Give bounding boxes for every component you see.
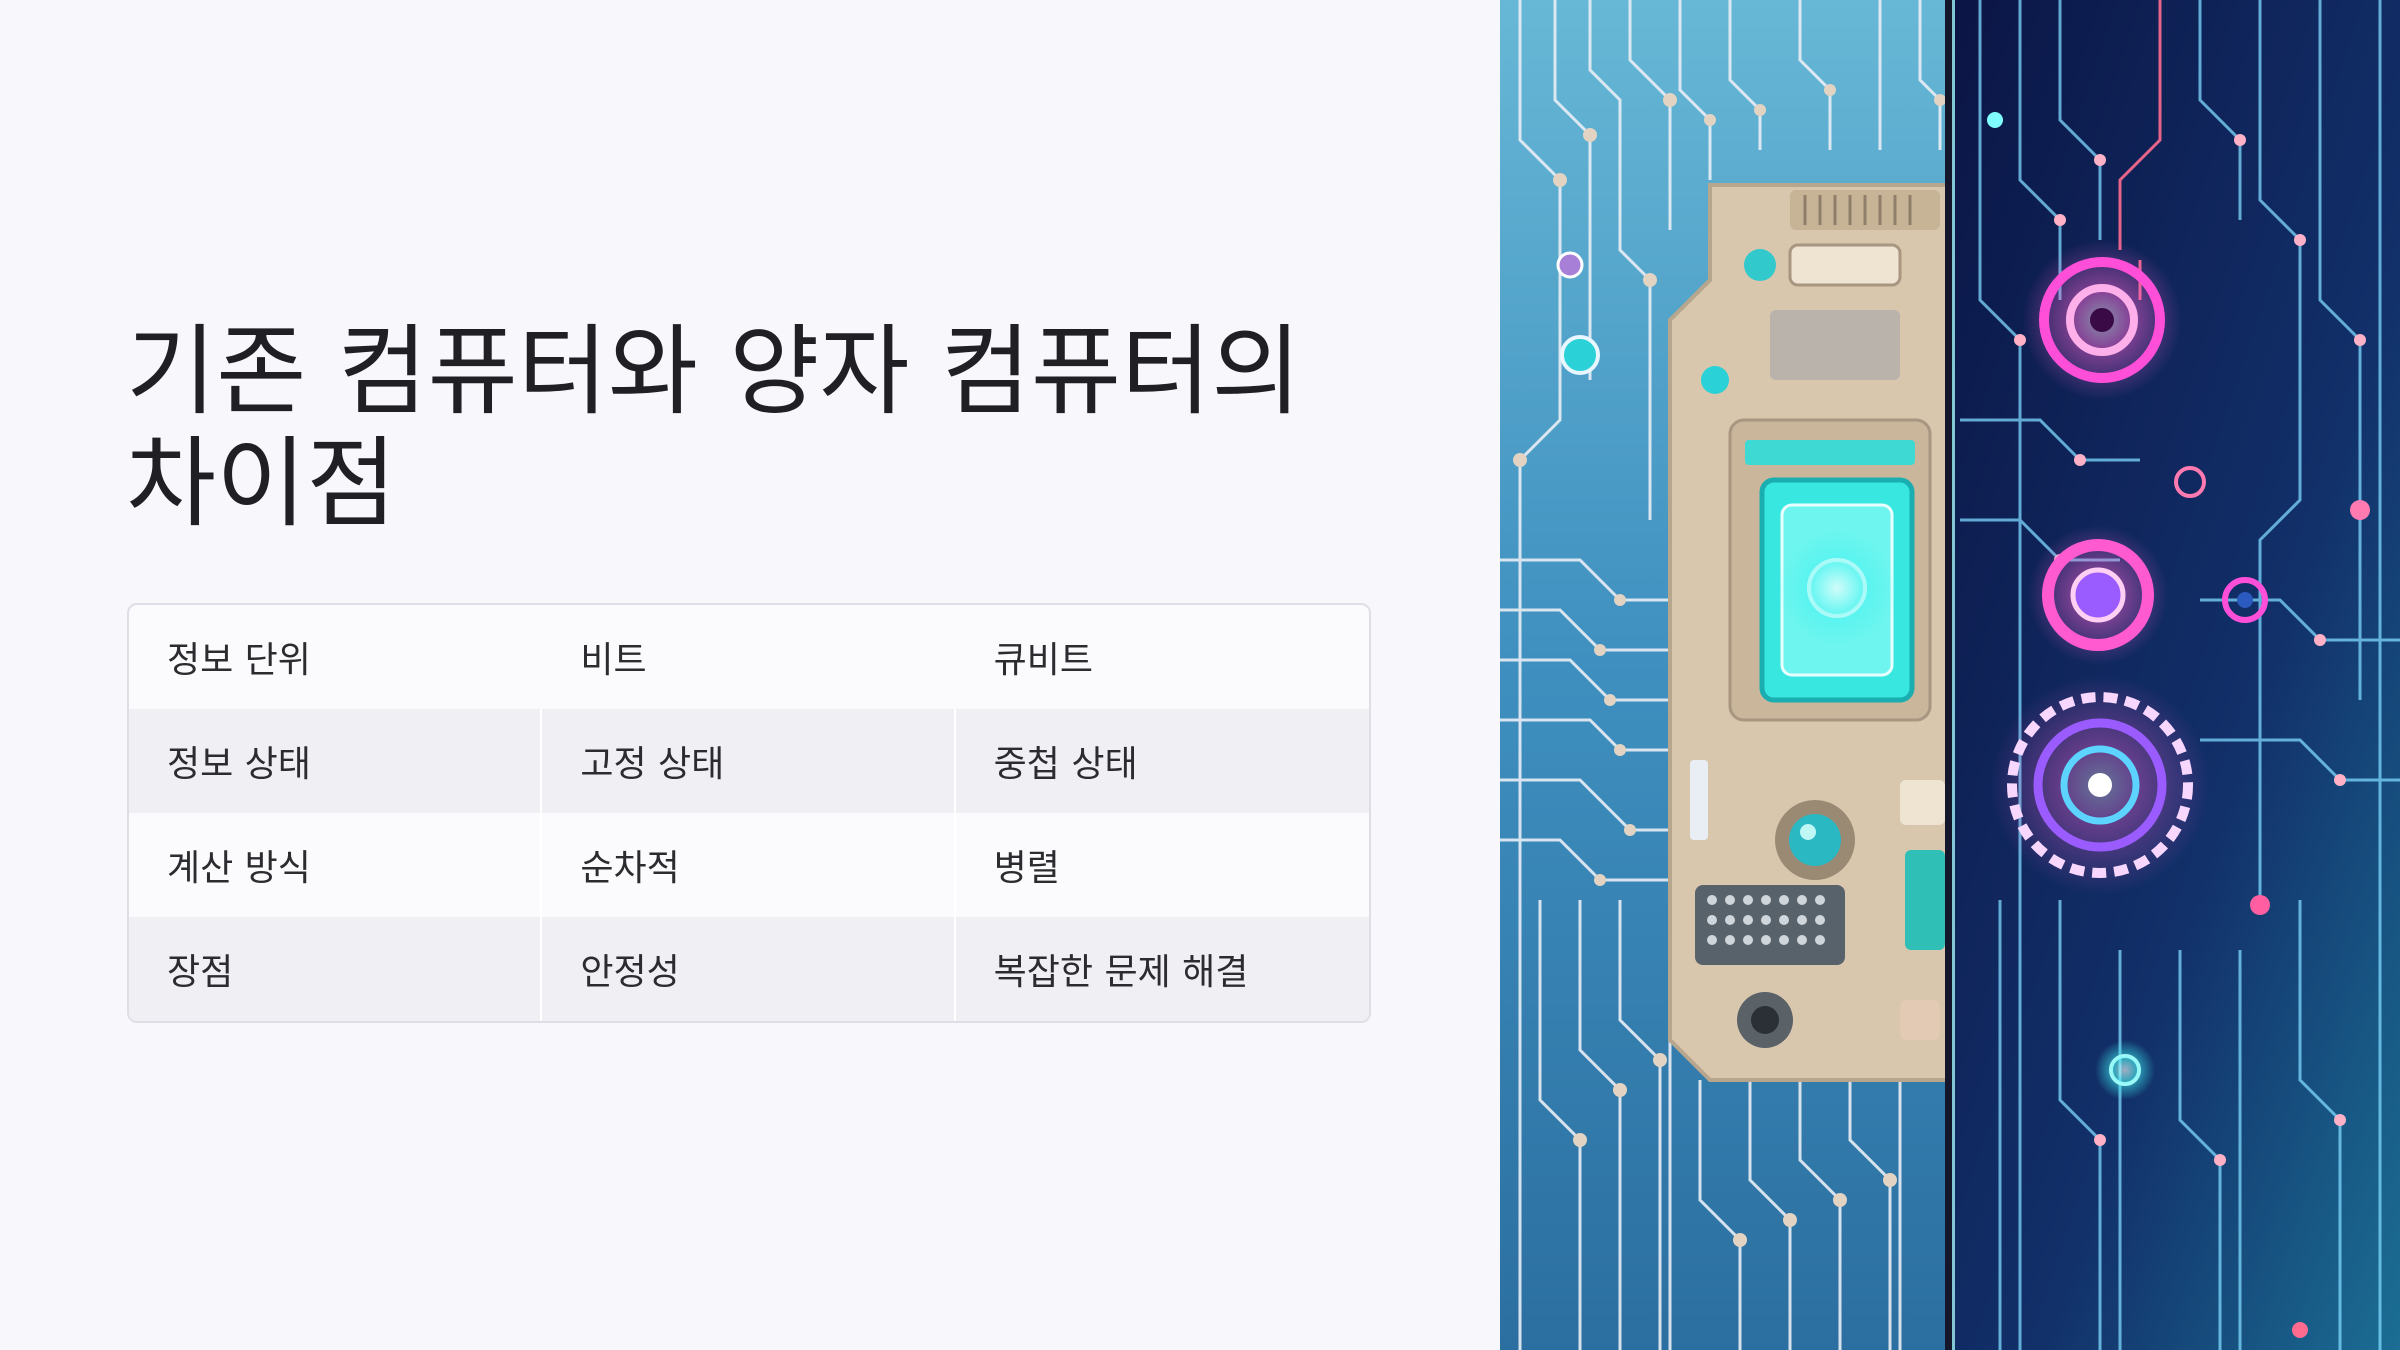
- slide-title: 기존 컴퓨터와 양자 컴퓨터의 차이점: [126, 315, 1302, 541]
- table-cell: 고정 상태: [542, 709, 956, 813]
- table-cell: 중첩 상태: [993, 744, 1138, 785]
- circuit-board-illustration: [1500, 0, 2400, 1350]
- table-cell: 순차적: [542, 813, 956, 917]
- table-cell: 병렬: [993, 848, 1060, 889]
- table-cell: 큐비트: [993, 640, 1094, 681]
- table-row: 정보 상태 고정 상태 중첩 상태: [129, 709, 1369, 813]
- table-row: 장점 안정성 복잡한 문제 해결: [129, 917, 1369, 1021]
- table-cell: 정보 단위: [167, 640, 311, 681]
- quantum-ring-middle-icon: [2028, 525, 2168, 665]
- table-cell: 장점: [129, 917, 543, 1021]
- table-row: 계산 방식 순차적 병렬: [129, 813, 1369, 917]
- circuit-board-chip-icon: [1500, 0, 2400, 1350]
- table-row: 정보 단위 비트 큐비트: [129, 605, 1369, 709]
- table-cell: 복잡한 문제 해결: [993, 952, 1249, 993]
- quantum-ring-top-icon: [2022, 240, 2182, 400]
- comparison-table: 정보 단위 비트 큐비트 정보 상태 고정 상태 중첩 상태 계산 방식 순차적…: [127, 603, 1371, 1023]
- table-cell: 안정성: [542, 917, 956, 1021]
- table-cell: 비트: [580, 640, 647, 681]
- quantum-ring-bottom-icon: [1990, 675, 2210, 895]
- content-panel: 기존 컴퓨터와 양자 컴퓨터의 차이점 정보 단위 비트 큐비트 정보 상태 고…: [126, 315, 1371, 1023]
- table-cell: 계산 방식: [129, 813, 543, 917]
- table-cell: 정보 상태: [129, 709, 543, 813]
